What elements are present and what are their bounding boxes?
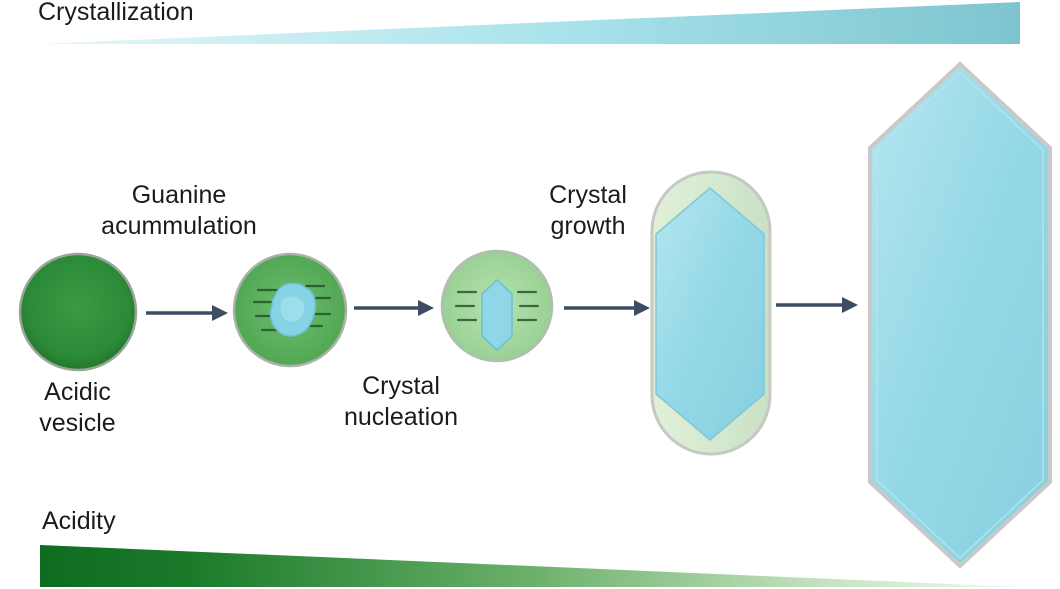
acidity-gradient-wedge — [40, 545, 1020, 587]
accumulation-label: Guanine acummulation — [101, 181, 257, 240]
right-arrow-icon — [146, 305, 228, 321]
crystallization-gradient-wedge — [38, 2, 1020, 44]
crystal-growth-capsule — [650, 170, 772, 456]
acidic-vesicle — [18, 252, 138, 372]
right-arrow-icon — [776, 297, 858, 313]
growth-label: Crystal growth — [549, 181, 627, 240]
guanine-accumulation-vesicle — [232, 252, 348, 368]
nucleation-label: Crystal nucleation — [344, 372, 458, 431]
crystallization-label: Crystallization — [38, 0, 194, 26]
crystal-nucleation-vesicle — [440, 249, 554, 363]
right-arrow-icon — [564, 300, 650, 316]
acidity-label: Acidity — [42, 507, 116, 535]
vesicle-label: Acidic vesicle — [39, 378, 116, 437]
mature-guanine-crystal — [868, 61, 1052, 569]
right-arrow-icon — [354, 300, 434, 316]
